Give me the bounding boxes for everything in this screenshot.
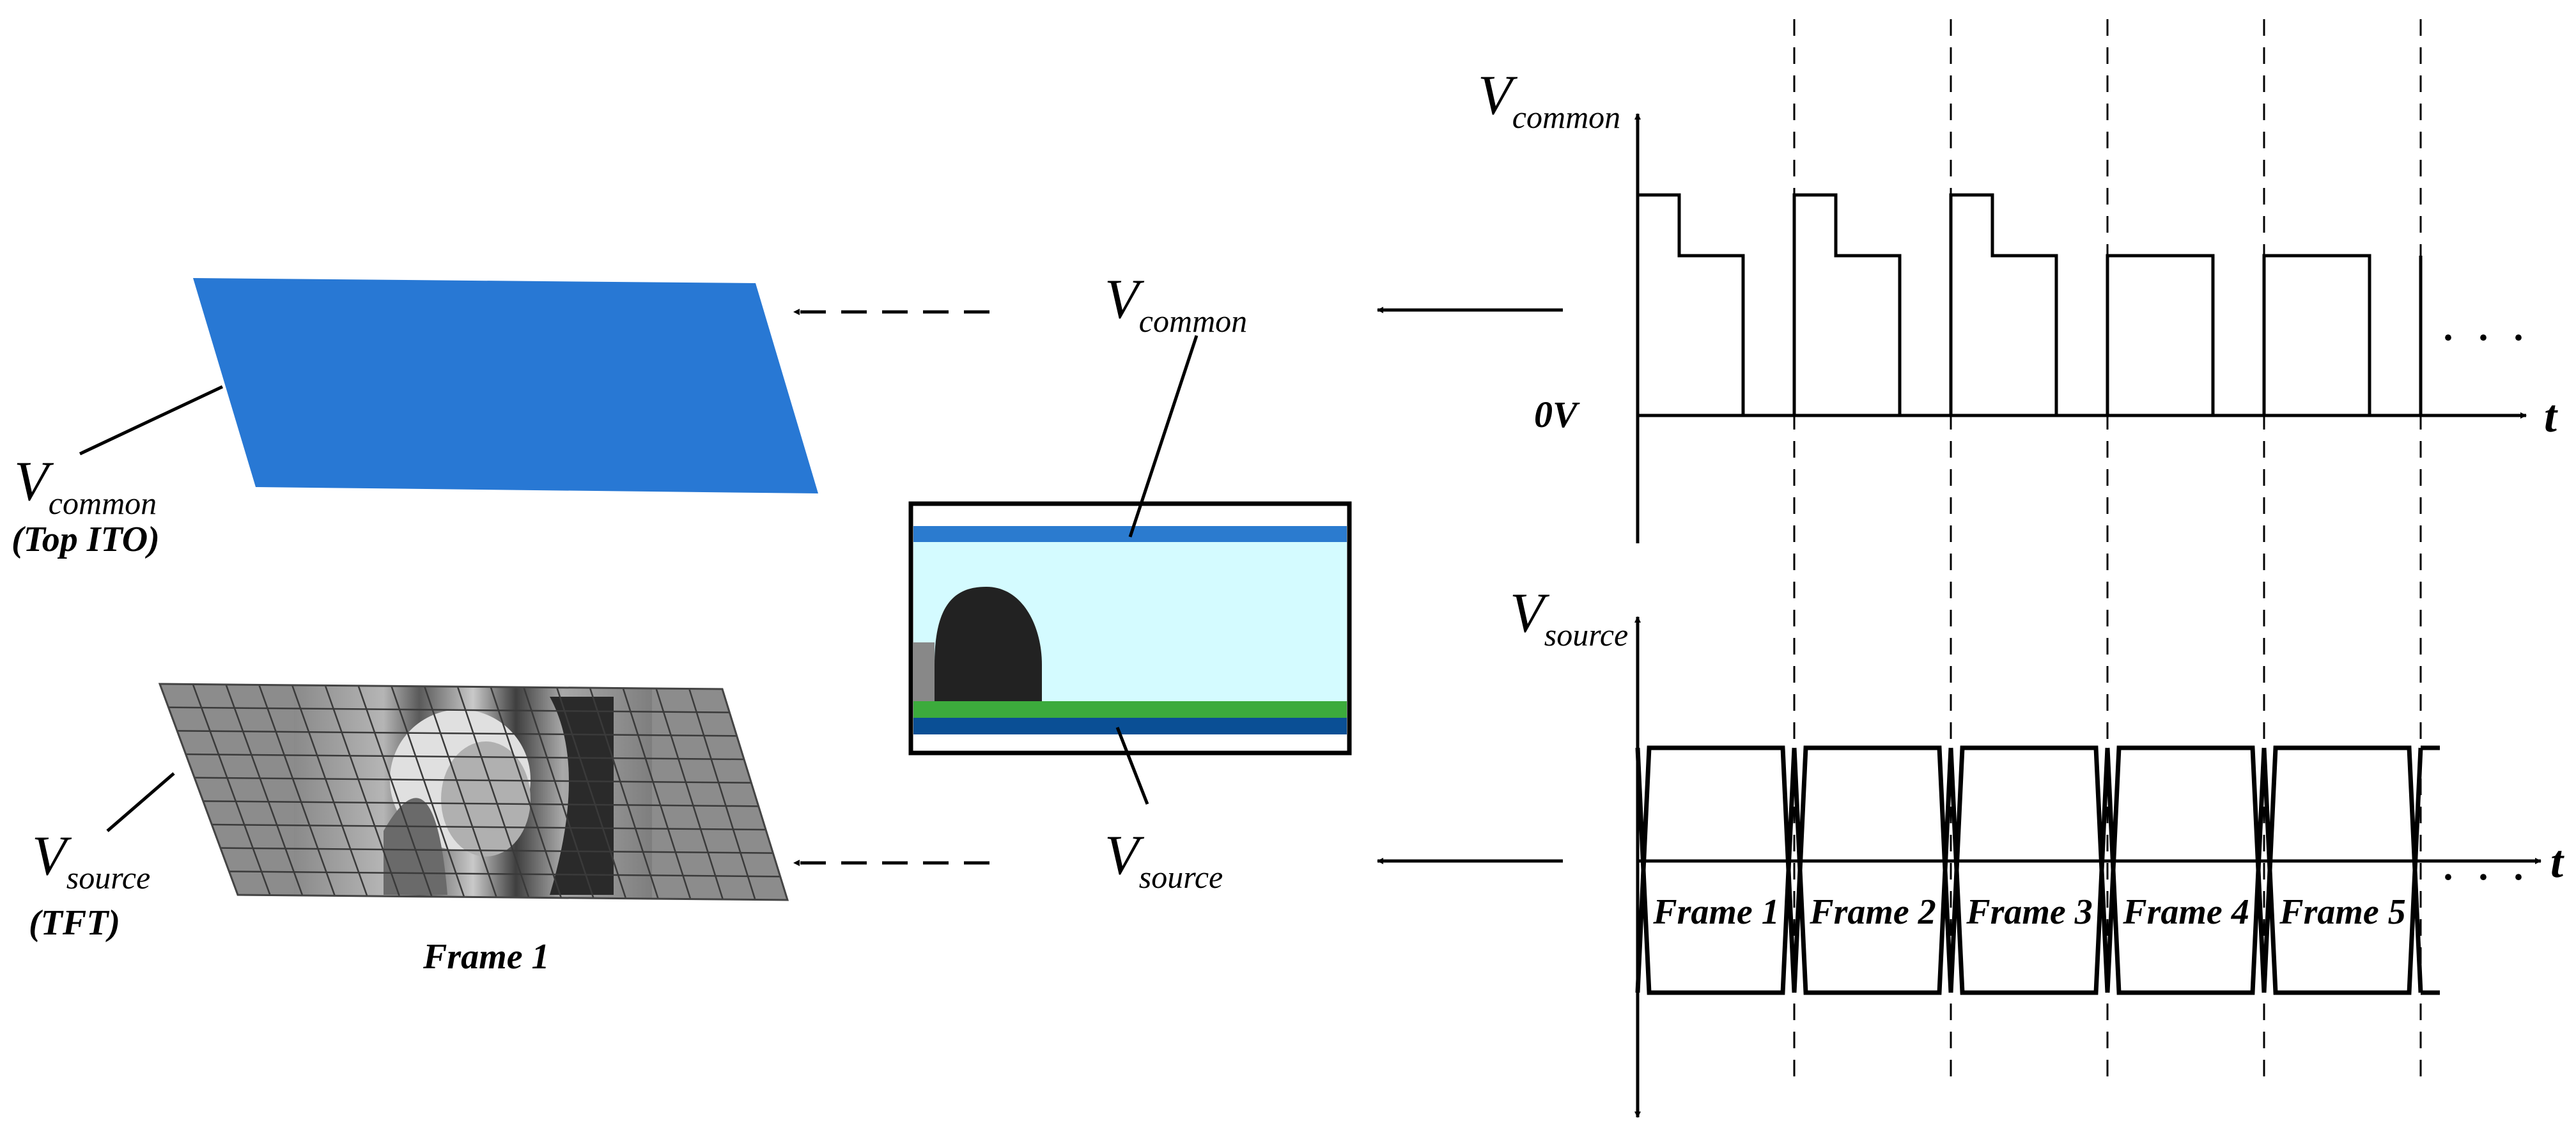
vsource-cell-leader	[1115, 727, 1149, 805]
tft-grid	[168, 684, 780, 900]
vsource-waveform	[1635, 745, 2440, 995]
vcommon-axis-label: Vcommon	[1478, 65, 1620, 135]
left-panel: Vcommon (Top ITO) Vsource (TFT) Frame 1	[12, 278, 818, 977]
zero-volt-label: 0V	[1534, 394, 1580, 435]
grid-line	[229, 871, 780, 878]
tft-plate	[158, 683, 789, 901]
vsource-graph: Vsource t · · · Frame 1 Frame 2 Frame 3 …	[1510, 582, 2564, 1118]
frame-pulse-top-5	[2262, 745, 2423, 993]
vcommon-cell-label: Vcommon	[1105, 268, 1247, 339]
dashed-arrows	[793, 309, 989, 866]
grid-line	[357, 685, 433, 897]
frame-pulse-bottom-2	[1792, 747, 1953, 995]
vsource-ellipsis: · · ·	[2442, 856, 2531, 898]
vcommon-waveform	[1636, 193, 2423, 417]
frame-labels: Frame 1 Frame 2 Frame 3 Frame 4 Frame 5	[1652, 892, 2406, 932]
frame-pulse-top-1	[1635, 745, 1797, 993]
vsource-plate-label: Vsource	[32, 825, 150, 896]
grid-line	[490, 686, 563, 899]
frame-label-3: Frame 3	[1966, 892, 2093, 932]
vsource-cell-label: Vsource	[1105, 825, 1223, 895]
grid-line	[258, 684, 336, 896]
grid-line	[655, 688, 724, 900]
frame-label-2: Frame 2	[1809, 892, 1936, 932]
grid-line	[212, 823, 766, 831]
bottom-electrode	[913, 718, 1347, 734]
grid-line	[192, 684, 271, 896]
top-ito-plate	[193, 278, 818, 493]
vcommon-ellipsis: · · ·	[2442, 316, 2531, 359]
spacer	[913, 642, 935, 701]
grid-line	[225, 684, 304, 896]
frame-pulse-bottom-3	[1948, 747, 2110, 995]
vsource-axis-label: Vsource	[1510, 582, 1628, 653]
grid-line	[456, 686, 530, 898]
vcommon-cell-leader	[1128, 335, 1199, 538]
grid-line	[194, 777, 752, 784]
tft-plate-leader	[106, 772, 175, 832]
frame-label-4: Frame 4	[2122, 892, 2249, 932]
top-ito-caption: (Top ITO)	[12, 520, 160, 559]
grid-line	[589, 687, 659, 899]
grid-line	[423, 686, 497, 898]
grid-line	[555, 687, 627, 899]
grid-line	[622, 688, 692, 899]
particle	[935, 587, 1042, 701]
grid-line	[523, 686, 594, 899]
frame1-image-label: Frame 1	[423, 937, 550, 977]
frame-pulse-top-2	[1792, 745, 1953, 993]
frame-label-1: Frame 1	[1652, 892, 1780, 932]
top-plate-leader	[79, 385, 224, 456]
frame-image	[294, 684, 652, 900]
frame-pulse-bottom-4	[2105, 747, 2267, 995]
grid-line	[324, 685, 401, 897]
grid-line	[220, 847, 773, 854]
grid-line	[168, 706, 730, 713]
grid-line	[391, 685, 465, 897]
vsource-t-label: t	[2550, 836, 2564, 887]
grid-line	[688, 688, 756, 900]
vcommon-t-label: t	[2544, 391, 2558, 442]
vcommon-graph: Vcommon 0V t · · ·	[1478, 65, 2558, 543]
grid-line	[291, 685, 368, 897]
frame-label-5: Frame 5	[2279, 892, 2406, 932]
tft-caption: (TFT)	[29, 903, 120, 943]
frame-pulse-bottom-1	[1635, 747, 1797, 995]
grid-line	[203, 800, 759, 807]
grid-line	[177, 730, 737, 737]
frame-pulse-top-4	[2105, 745, 2267, 993]
vcommon-plate-label: Vcommon	[14, 451, 157, 521]
frame-pulse-top-3	[1948, 745, 2110, 993]
lc-cell	[908, 335, 1352, 805]
frame-pulse-bottom-5	[2262, 747, 2423, 995]
grid-line	[185, 753, 745, 761]
green-layer	[913, 701, 1347, 718]
